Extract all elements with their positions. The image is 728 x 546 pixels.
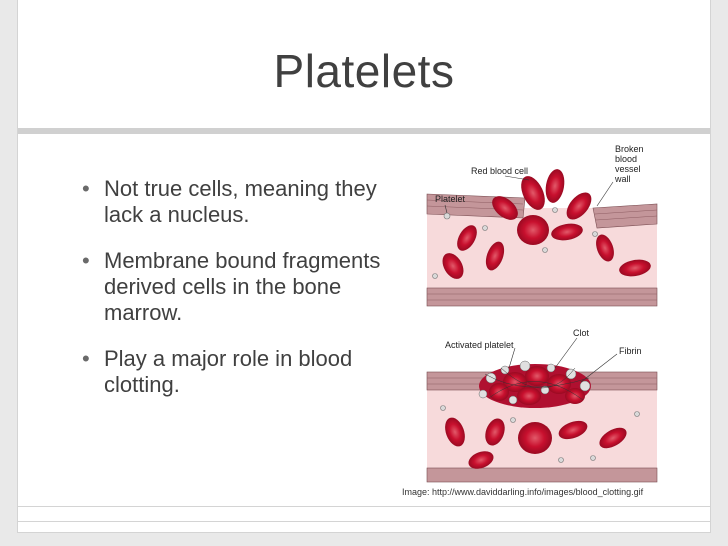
bullet-dot-icon: • (82, 176, 90, 201)
red-blood-cells (442, 169, 651, 279)
bullet-text: Play a major role in blood clotting. (104, 346, 353, 397)
label-broken-wall-4: wall (614, 174, 631, 184)
label-broken-wall-1: Broken (615, 144, 644, 154)
label-fibrin: Fibrin (619, 346, 642, 356)
vessel-wall-top-right (592, 203, 658, 229)
label-red-blood-cell: Red blood cell (471, 166, 528, 176)
label-clot: Clot (573, 328, 590, 338)
bullet-item: • Membrane bound fragments derived cells … (78, 248, 408, 326)
blood-clotting-svg: Red blood cell Platelet Broken blood ves… (426, 144, 658, 483)
red-blood-cells-bottom (445, 417, 627, 469)
label-platelet: Platelet (435, 194, 466, 204)
bullet-item: • Not true cells, meaning they lack a nuc… (78, 176, 408, 228)
label-activated-platelet: Activated platelet (445, 340, 514, 350)
fibrin-strands (484, 367, 590, 401)
slide-title: Platelets (273, 45, 455, 97)
title-band: Platelets (18, 0, 710, 134)
label-broken-wall-2: blood (615, 154, 637, 164)
activated-platelets (478, 360, 591, 405)
platelets-bottom (440, 405, 640, 463)
bullet-list: • Not true cells, meaning they lack a nuc… (78, 176, 408, 418)
label-broken-wall-3: vessel (615, 164, 641, 174)
vessel-wall-bottom-2 (426, 467, 658, 483)
top-panel: Red blood cell Platelet Broken blood ves… (426, 144, 658, 307)
bullet-dot-icon: • (82, 346, 90, 371)
image-caption: Image: http://www.daviddarling.info/imag… (402, 487, 644, 497)
bottom-panel: Activated platelet Clot Fibrin (426, 328, 658, 483)
bullet-text: Membrane bound fragments derived cells i… (104, 248, 381, 325)
footer-line (18, 506, 710, 522)
bullet-item: • Play a major role in blood clotting. (78, 346, 408, 398)
platelets (432, 207, 598, 279)
bullet-text: Not true cells, meaning they lack a nucl… (104, 176, 377, 227)
blood-clotting-illustration: Red blood cell Platelet Broken blood ves… (405, 138, 667, 484)
clot-mass (478, 360, 591, 408)
vessel-wall-bottom (426, 287, 658, 307)
bullet-dot-icon: • (82, 248, 90, 273)
